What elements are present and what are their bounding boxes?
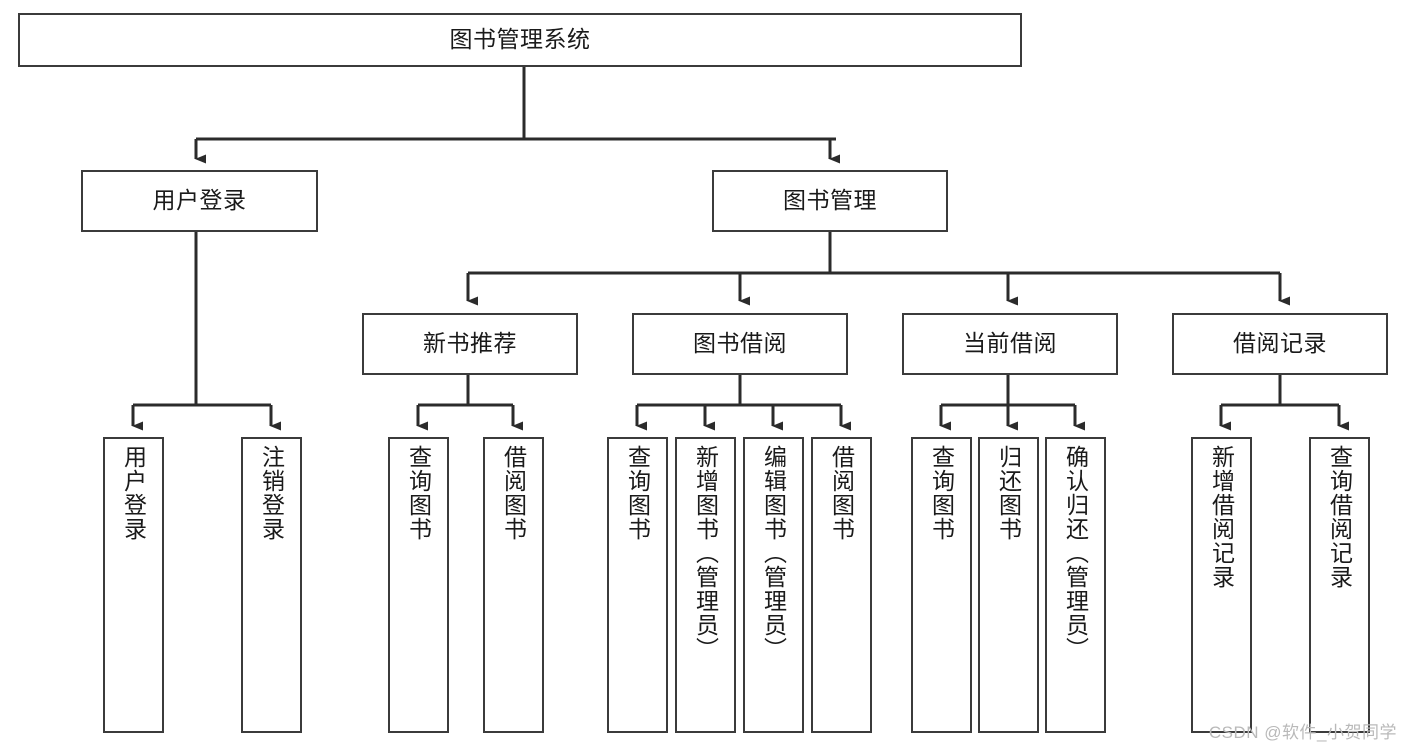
node-leaf-borrow-book-new[interactable]: 借阅图书 [483, 437, 544, 733]
node-label: 借阅记录 [1233, 330, 1327, 357]
node-leaf-query-borrow-record[interactable]: 查询借阅记录 [1309, 437, 1370, 733]
node-label: 借阅图书 [828, 445, 855, 541]
node-label: 图书借阅 [693, 330, 787, 357]
node-label: 新书推荐 [423, 330, 517, 357]
node-leaf-query-book-new[interactable]: 查询图书 [388, 437, 449, 733]
node-label: 图书管理 [783, 187, 877, 214]
node-leaf-return-book[interactable]: 归还图书 [978, 437, 1039, 733]
node-leaf-query-book-borrow[interactable]: 查询图书 [607, 437, 668, 733]
node-label: 当前借阅 [963, 330, 1057, 357]
node-label: 注销登录 [258, 445, 285, 541]
node-book-management[interactable]: 图书管理 [712, 170, 948, 232]
node-borrow-records[interactable]: 借阅记录 [1172, 313, 1388, 375]
node-label: 编辑图书（管理员） [760, 445, 787, 661]
node-leaf-logout[interactable]: 注销登录 [241, 437, 302, 733]
node-root-book-management-system[interactable]: 图书管理系统 [18, 13, 1022, 67]
node-label: 新增借阅记录 [1208, 445, 1235, 589]
node-label: 用户登录 [120, 445, 147, 541]
node-label: 新增图书（管理员） [692, 445, 719, 661]
node-book-borrowing[interactable]: 图书借阅 [632, 313, 848, 375]
node-label: 查询图书 [405, 445, 432, 541]
node-label: 归还图书 [995, 445, 1022, 541]
node-label: 确认归还（管理员） [1062, 445, 1089, 661]
node-leaf-edit-book-admin[interactable]: 编辑图书（管理员） [743, 437, 804, 733]
node-leaf-add-borrow-record[interactable]: 新增借阅记录 [1191, 437, 1252, 733]
node-user-login[interactable]: 用户登录 [81, 170, 318, 232]
node-new-book-recommendation[interactable]: 新书推荐 [362, 313, 578, 375]
node-label: 图书管理系统 [449, 26, 591, 53]
node-leaf-confirm-return-admin[interactable]: 确认归还（管理员） [1045, 437, 1106, 733]
node-label: 借阅图书 [500, 445, 527, 541]
node-label: 查询借阅记录 [1326, 445, 1353, 589]
node-label: 查询图书 [928, 445, 955, 541]
node-leaf-query-book-current[interactable]: 查询图书 [911, 437, 972, 733]
node-leaf-add-book-admin[interactable]: 新增图书（管理员） [675, 437, 736, 733]
node-current-borrowing[interactable]: 当前借阅 [902, 313, 1118, 375]
node-label: 查询图书 [624, 445, 651, 541]
node-leaf-user-login[interactable]: 用户登录 [103, 437, 164, 733]
node-label: 用户登录 [152, 187, 247, 214]
node-leaf-borrow-book[interactable]: 借阅图书 [811, 437, 872, 733]
